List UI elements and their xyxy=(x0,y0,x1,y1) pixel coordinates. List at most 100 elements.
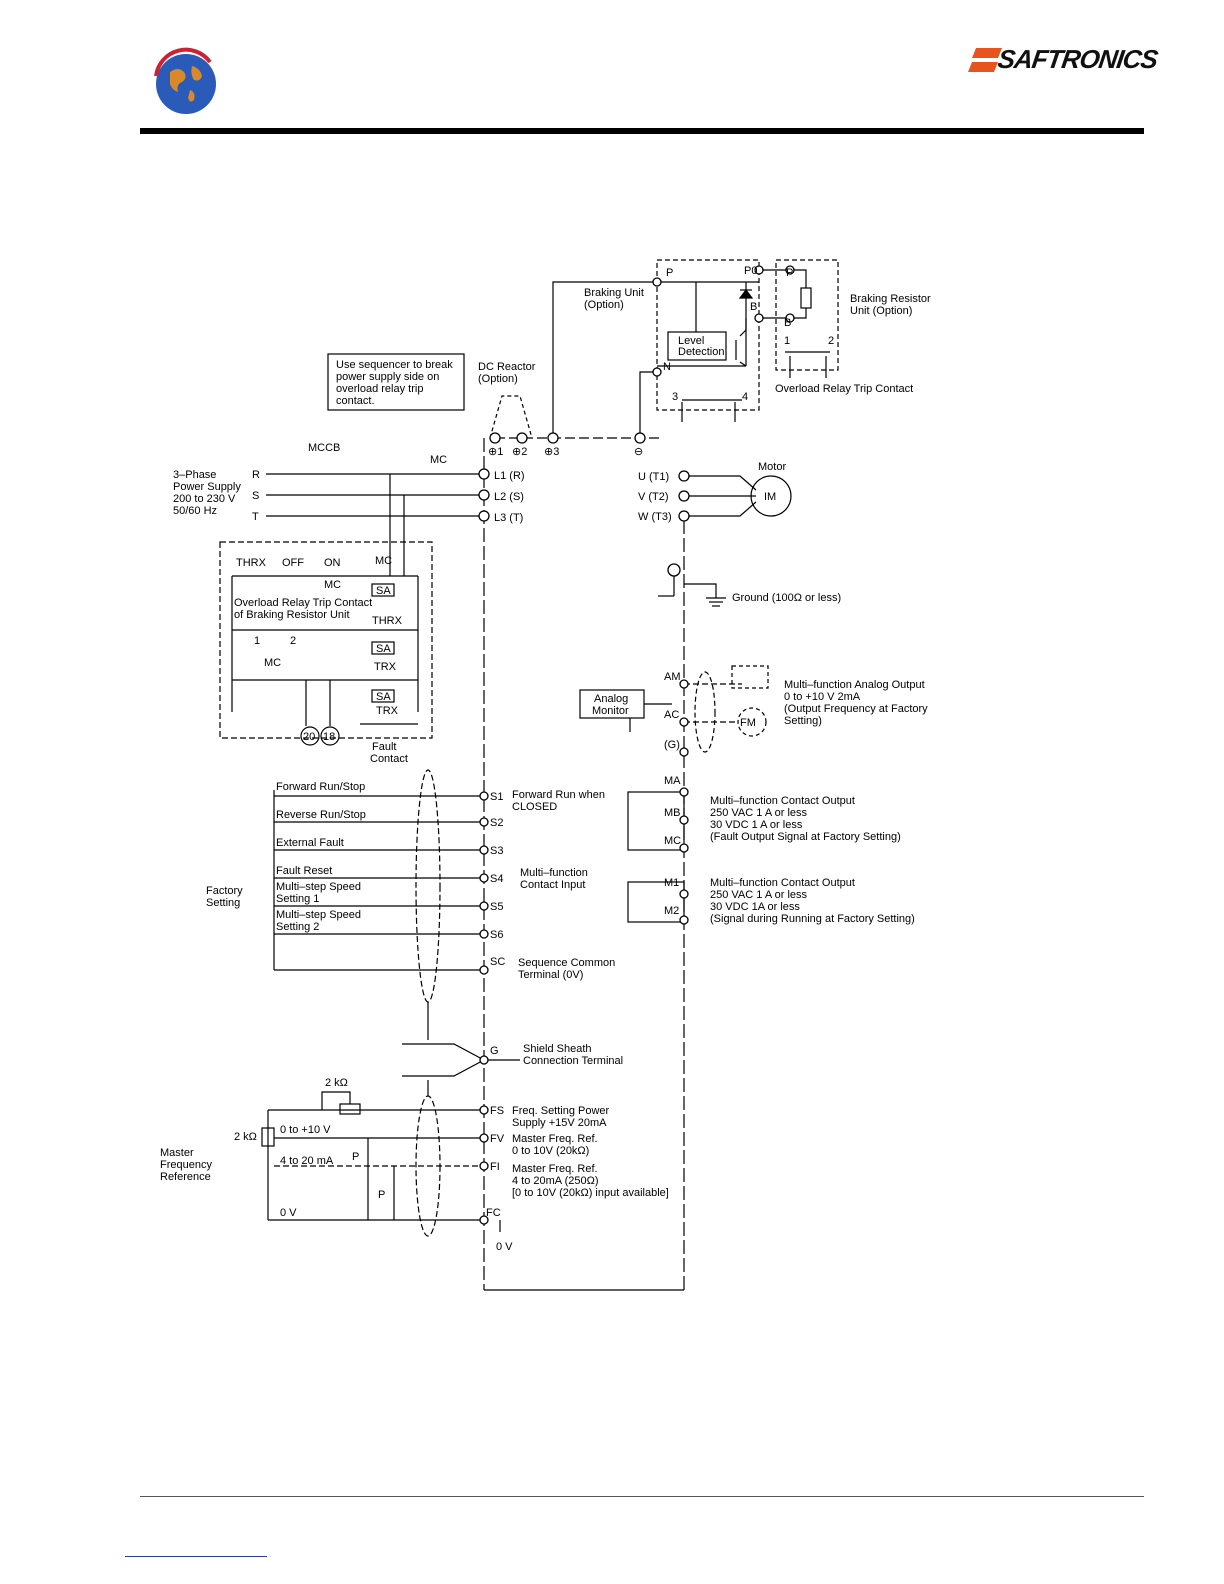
zero-ten-label: 0 to +10 V xyxy=(280,1124,331,1136)
fc-0v-label: 0 V xyxy=(496,1241,513,1253)
level-detection-1: Level xyxy=(678,335,704,347)
pot-2k-label-b: 2 kΩ xyxy=(234,1131,257,1143)
analog-output-1: Multi–function Analog Output xyxy=(784,679,925,691)
g-terminal-label: G xyxy=(490,1045,499,1057)
contact-output-1-4: (Fault Output Signal at Factory Setting) xyxy=(710,831,901,843)
forward-run-1: Forward Run when xyxy=(512,789,605,801)
s3-label: S3 xyxy=(490,845,503,857)
motor-label: Motor xyxy=(758,461,786,473)
fm-label: FM xyxy=(740,717,756,729)
analog-monitor-2: Monitor xyxy=(592,705,629,717)
fi-desc-3: [0 to 10V (20kΩ) input available] xyxy=(512,1187,669,1199)
input-l2: L2 (S) xyxy=(494,491,524,503)
contact-output-2-2: 250 VAC 1 A or less xyxy=(710,889,808,901)
zero-v-label: 0 V xyxy=(280,1207,297,1219)
fi-label: FI xyxy=(490,1161,500,1173)
fv-desc-2: 0 to 10V (20kΩ) xyxy=(512,1145,589,1157)
term-18: 18 xyxy=(323,731,335,743)
p-label-2: P xyxy=(786,267,793,279)
terminal-plus3: ⊕3 xyxy=(544,446,559,458)
fc-label: FC xyxy=(486,1207,501,1219)
s1-label: S1 xyxy=(490,791,503,803)
master-freq-3: Reference xyxy=(160,1171,211,1183)
m2-label: M2 xyxy=(664,905,679,917)
fv-desc-1: Master Freq. Ref. xyxy=(512,1133,598,1145)
braking-resistor-option: Unit (Option) xyxy=(850,305,912,317)
master-freq-2: Frequency xyxy=(160,1159,212,1171)
overload-bru-2: of Braking Resistor Unit xyxy=(234,609,350,621)
footer-link-underline[interactable] xyxy=(125,1556,267,1557)
power-supply-3: 200 to 230 V xyxy=(173,493,236,505)
shield-1: Shield Sheath xyxy=(523,1043,592,1055)
ctrl-mc: MC xyxy=(375,555,392,567)
factory-setting-2: Setting xyxy=(206,897,240,909)
n-label: N xyxy=(663,361,671,373)
level-detection-2: Detection xyxy=(678,346,724,358)
mc-term-label: MC xyxy=(664,835,681,847)
contact-output-2-1: Multi–function Contact Output xyxy=(710,877,855,889)
seq-input-3: External Fault xyxy=(276,837,344,849)
term-20: 20 xyxy=(303,731,315,743)
overload-trip-label: Overload Relay Trip Contact xyxy=(775,383,913,395)
seq-input-4: Fault Reset xyxy=(276,865,332,877)
contact-output-2-4: (Signal during Running at Factory Settin… xyxy=(710,913,915,925)
seq-input-5: Multi–step Speed xyxy=(276,881,361,893)
sequence-common-2: Terminal (0V) xyxy=(518,969,583,981)
factory-setting-1: Factory xyxy=(206,885,243,897)
overload-bru-1: Overload Relay Trip Contact xyxy=(234,597,372,609)
power-supply-2: Power Supply xyxy=(173,481,241,493)
sequence-common-1: Sequence Common xyxy=(518,957,615,969)
mc-label: MC xyxy=(430,454,447,466)
ma-label: MA xyxy=(664,775,681,787)
braking-unit-label: Braking Unit xyxy=(584,287,644,299)
b-label-2: B xyxy=(784,317,791,329)
sc-label: SC xyxy=(490,956,505,968)
master-freq-1: Master xyxy=(160,1147,194,1159)
g-label: (G) xyxy=(664,739,680,751)
contact-output-2-3: 30 VDC 1A or less xyxy=(710,901,800,913)
am-label: AM xyxy=(664,671,681,683)
multi-contact-input-1: Multi–function xyxy=(520,867,588,879)
note-line-4: contact. xyxy=(336,395,375,407)
mb-label: MB xyxy=(664,807,681,819)
contact-1: 1 xyxy=(784,335,790,347)
note-line-1: Use sequencer to break xyxy=(336,359,453,371)
forward-run-2: CLOSED xyxy=(512,801,557,813)
analog-monitor-1: Analog xyxy=(594,693,628,705)
ctrl-mc-3: MC xyxy=(264,657,281,669)
sa-1: SA xyxy=(376,585,391,597)
p-label: P xyxy=(666,267,673,279)
input-l1: L1 (R) xyxy=(494,470,525,482)
contact-output-1-3: 30 VDC 1 A or less xyxy=(710,819,803,831)
s2-label: S2 xyxy=(490,817,503,829)
pot-2k-label: 2 kΩ xyxy=(325,1077,348,1089)
header-rule xyxy=(140,128,1144,134)
fi-desc-1: Master Freq. Ref. xyxy=(512,1163,598,1175)
braking-resistor-label: Braking Resistor xyxy=(850,293,931,305)
m1-label: M1 xyxy=(664,877,679,889)
power-supply-1: 3–Phase xyxy=(173,469,216,481)
contact-4: 4 xyxy=(742,391,748,403)
seq-input-1: Forward Run/Stop xyxy=(276,781,365,793)
ground-label: Ground (100Ω or less) xyxy=(732,592,841,604)
dc-reactor-label: DC Reactor xyxy=(478,361,536,373)
ctrl-n2: 2 xyxy=(290,635,296,647)
shield-2: Connection Terminal xyxy=(523,1055,623,1067)
analog-output-3: (Output Frequency at Factory xyxy=(784,703,928,715)
power-supply-4: 50/60 Hz xyxy=(173,505,217,517)
input-l3: L3 (T) xyxy=(494,512,523,524)
s6-label: S6 xyxy=(490,929,503,941)
dc-reactor-option: (Option) xyxy=(478,373,518,385)
brand-logo-mark xyxy=(968,48,1002,72)
fs-desc-2: Supply +15V 20mA xyxy=(512,1117,607,1129)
fault-contact-1: Fault xyxy=(372,741,396,753)
seq-input-6: Setting 1 xyxy=(276,893,319,905)
analog-output-4: Setting) xyxy=(784,715,822,727)
ctrl-thrx-2: THRX xyxy=(372,615,403,627)
contact-2: 2 xyxy=(828,335,834,347)
seq-input-7: Multi–step Speed xyxy=(276,909,361,921)
ctrl-mc-2: MC xyxy=(324,579,341,591)
four-twenty-label: 4 to 20 mA xyxy=(280,1155,334,1167)
ctrl-thrx: THRX xyxy=(236,557,267,569)
